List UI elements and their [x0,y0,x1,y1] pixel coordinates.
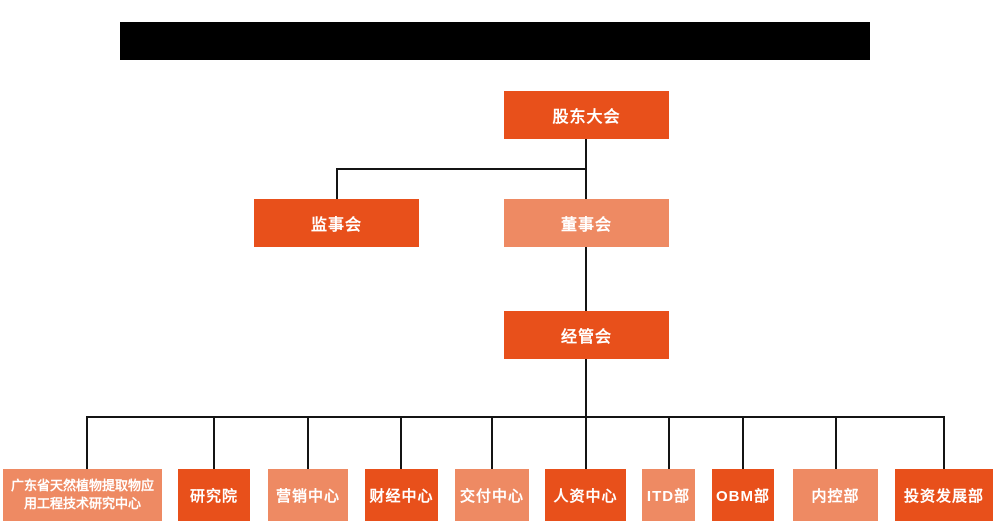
connector-drop-obm-dept [742,416,744,469]
node-shareholders-meeting: 股东大会 [504,91,669,139]
node-label: 董事会 [560,217,612,234]
connector-drop-delivery-center [491,416,493,469]
connector-supervisory-drop [336,168,338,199]
node-label: 投资发展部 [903,487,984,505]
node-investment-development-department: 投资发展部 [895,469,993,521]
connector-board-to-management [585,247,587,311]
node-label: 股东大会 [552,109,621,126]
node-internal-control-department: 内控部 [793,469,878,521]
node-label: 人资中心 [553,487,618,505]
node-board-of-directors: 董事会 [504,199,669,247]
connector-management-down [585,359,587,417]
node-management-committee: 经管会 [504,311,669,359]
node-label: 交付中心 [459,487,524,505]
connector-level4-horizontal [86,416,945,418]
node-label: 广东省天然植物提取物应用工程技术研究中心 [10,477,154,511]
node-obm-department: OBM部 [712,469,774,521]
node-delivery-center: 交付中心 [455,469,529,521]
connector-shareholders-down [585,139,587,170]
node-label: 财经中心 [369,487,434,505]
node-supervisory-board: 监事会 [254,199,419,247]
node-label: 营销中心 [275,487,340,505]
node-label: 研究院 [189,487,238,505]
connector-drop-finance-center [400,416,402,469]
node-label: 经管会 [560,329,612,346]
node-label: 内控部 [811,487,860,505]
node-label: ITD部 [646,487,691,505]
node-label: 监事会 [310,217,362,234]
node-marketing-center: 营销中心 [268,469,348,521]
redacted-title-bar [120,22,870,60]
node-itd-department: ITD部 [642,469,695,521]
connector-drop-hr-center [585,416,587,469]
connector-drop-itd-dept [668,416,670,469]
connector-drop-research-institute [213,416,215,469]
connector-level2-horizontal [336,168,587,170]
node-label: OBM部 [716,487,770,505]
connector-drop-marketing-center [307,416,309,469]
connector-drop-internal-control [835,416,837,469]
connector-drop-research-center [86,416,88,469]
connector-board-drop [585,168,587,199]
node-guangdong-plant-extract-research-center: 广东省天然植物提取物应用工程技术研究中心 [3,469,162,521]
node-hr-center: 人资中心 [545,469,626,521]
node-research-institute: 研究院 [178,469,250,521]
node-finance-center: 财经中心 [365,469,438,521]
connector-drop-investment-dept [943,416,945,469]
